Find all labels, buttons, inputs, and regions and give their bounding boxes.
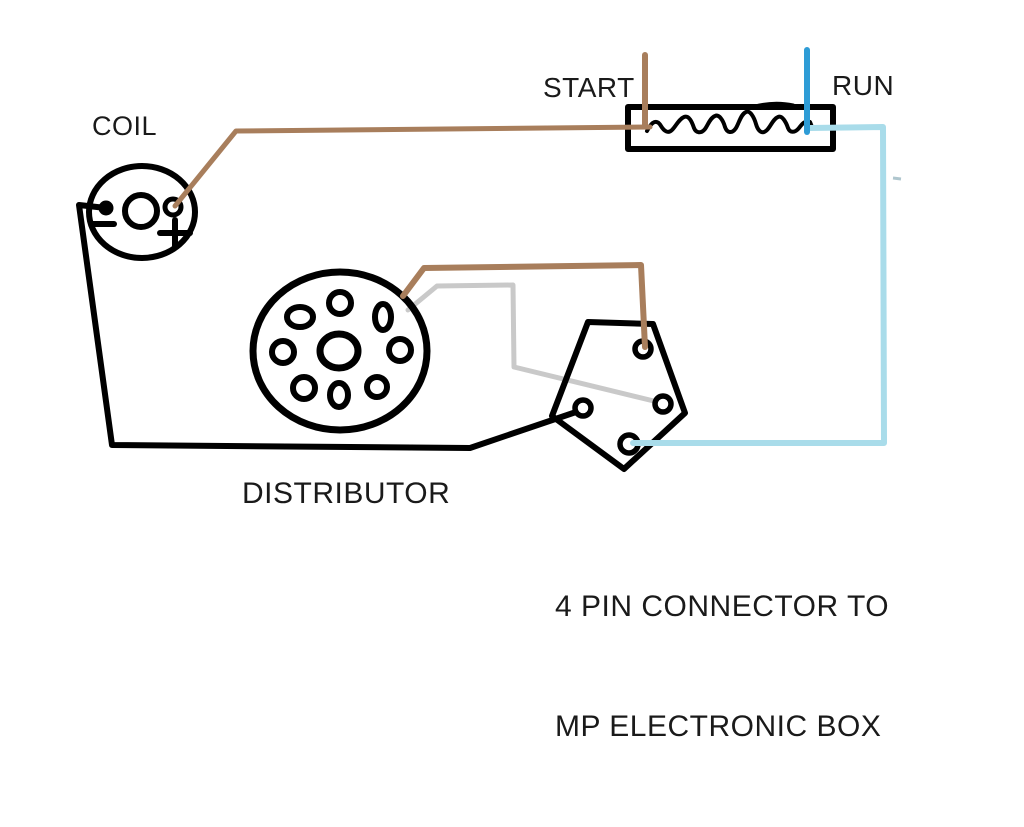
brown-wire-group (172, 52, 653, 350)
distributor-label: DISTRIBUTOR (242, 477, 451, 510)
coil-to-connector-black-wire (76, 202, 582, 451)
distributor-hole-top-left (284, 304, 316, 330)
distributor-hole-bottom-right (364, 374, 390, 400)
resistor-element-squiggle (645, 109, 814, 135)
distributor-symbol (249, 268, 431, 434)
resistor-box (625, 104, 836, 152)
distributor-to-connector-brown-wire (400, 262, 648, 350)
resistor-box-top-bump (752, 101, 796, 110)
connector-pin-left (572, 397, 594, 419)
coil-to-resistor-brown-wire (172, 124, 653, 209)
resistor-to-connector-lightblue-wire (630, 124, 887, 446)
distributor-hole-bottom (327, 380, 351, 410)
connector-label: 4 PIN CONNECTOR TO MP ELECTRONIC BOX (555, 507, 889, 827)
distributor-hole-top-right (372, 301, 394, 333)
distributor-hole-left (269, 338, 297, 366)
distributor-hole-right (386, 336, 414, 364)
coil-body (86, 163, 198, 261)
gray-wire-group (405, 282, 665, 406)
coil-negative-terminal (98, 200, 114, 216)
black-layer (76, 101, 836, 472)
start-label: START (543, 72, 635, 103)
coil-center-tower (122, 192, 160, 230)
distributor-body (249, 268, 431, 434)
coil-symbol (86, 163, 198, 261)
coil-label: COIL (92, 111, 158, 141)
connector-label-line2: MP ELECTRONIC BOX (555, 710, 882, 743)
distributor-center-hole (316, 330, 362, 372)
connector-label-line1: 4 PIN CONNECTOR TO (555, 590, 890, 623)
run-label: RUN (832, 70, 895, 101)
distributor-to-connector-gray-wire (405, 282, 665, 406)
light-blue-wire-group (630, 124, 887, 446)
wiring-diagram: COIL START RUN DISTRIBUTOR 4 PIN CONNECT… (76, 47, 902, 743)
connector-symbol (549, 319, 688, 472)
connector-pin-right (652, 393, 674, 415)
diagram-canvas (76, 47, 902, 472)
distributor-hole-top (326, 289, 354, 317)
stray-mark (892, 176, 902, 181)
distributor-hole-bottom-left (290, 374, 318, 402)
ballast-resistor-symbol (625, 101, 836, 152)
